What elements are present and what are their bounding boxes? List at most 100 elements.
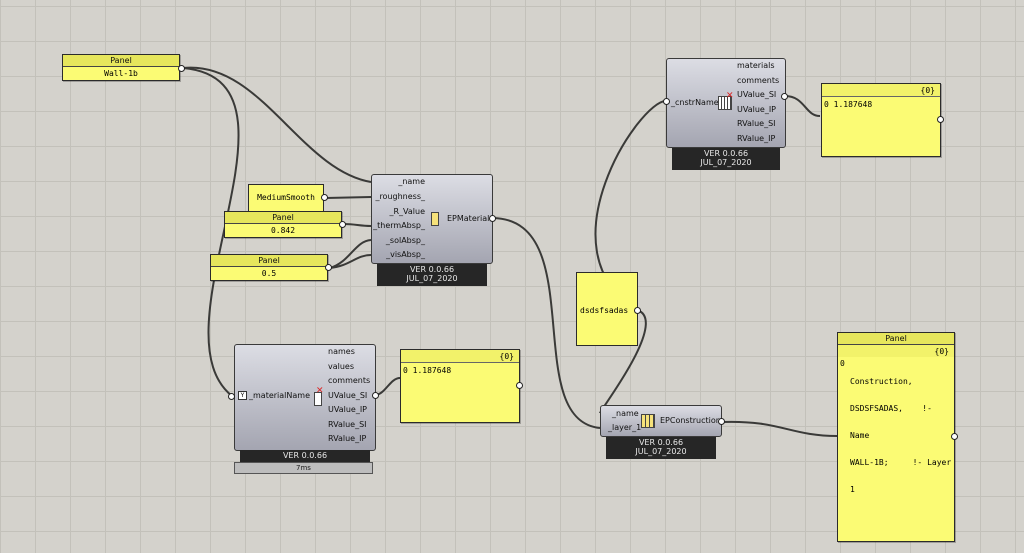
wire-epconstruction-to-panel (721, 420, 838, 437)
wire-uvalue-mid (374, 377, 401, 396)
output-uvalue-si[interactable]: UValue_SI (737, 90, 777, 99)
input-material-name[interactable]: _materialName (249, 391, 310, 400)
panel-lines: Construction, DSDSFSADAS, !- Name WALL-1… (850, 359, 951, 512)
panel-index: 0 (840, 359, 845, 368)
input-cnstr-name[interactable]: _cnstrName (671, 98, 719, 107)
output-epconstruction[interactable]: EPConstruction (660, 416, 721, 425)
construction-idf-panel[interactable]: Panel {0} 0 Construction, DSDSFSADAS, !-… (837, 332, 955, 542)
panel-line: DSDSFSADAS, !- (850, 404, 932, 413)
component-footer: VER 0.0.66 (240, 450, 370, 463)
panel-title: Panel (838, 333, 954, 345)
output-uvalue-ip[interactable]: UValue_IP (737, 105, 777, 114)
input-therm-absp[interactable]: _thermAbsp_ (373, 221, 425, 230)
uvalue-construction-panel[interactable]: {0} 0 1.187648 (821, 83, 941, 157)
uvalue-material-panel[interactable]: {0} 0 1.187648 (400, 349, 520, 423)
output-rvalue-si[interactable]: RValue_SI (328, 420, 367, 429)
input-layer-1[interactable]: _layer_1 (608, 423, 642, 432)
panel-row: 0 1.187648 (822, 97, 940, 112)
wire-therm-to-thermabsp (343, 223, 372, 227)
cnstr-name-input-port[interactable] (663, 98, 670, 105)
component-footer: VER 0.0.66 JUL_07_2020 (606, 437, 716, 459)
epmaterial-icon (431, 212, 439, 226)
epmaterial-output-port[interactable] (489, 215, 496, 222)
panel-value: Wall-1b (104, 69, 138, 78)
panel-path: {0} (401, 350, 519, 363)
panel-output-port[interactable] (937, 116, 944, 123)
decompose-construction-icon (718, 96, 732, 110)
uvalue-si-output-port[interactable] (781, 93, 788, 100)
version-label: VER 0.0.66 (282, 451, 328, 460)
error-x-icon: ✕ (316, 386, 324, 396)
output-rvalue-ip[interactable]: RValue_IP (328, 434, 367, 443)
profiler-timer: 7ms (234, 462, 373, 474)
panel-value: 1.187648 (833, 100, 873, 109)
decompose-material-input-port[interactable] (228, 393, 235, 400)
input-name[interactable]: _name (612, 409, 639, 418)
output-comments[interactable]: comments (328, 376, 371, 385)
input-vis-absp[interactable]: _visAbsp_ (386, 250, 425, 259)
output-materials[interactable]: materials (737, 61, 775, 70)
panel-output-port[interactable] (325, 264, 332, 271)
roughness-panel[interactable]: MediumSmooth (248, 184, 324, 212)
decompose-material-icon (314, 392, 322, 406)
panel-output-port[interactable] (339, 221, 346, 228)
epconstruction-component[interactable]: _name _layer_1 EPConstruction VER 0.0.66… (600, 405, 724, 461)
output-epmaterial[interactable]: EPMaterial (447, 214, 490, 223)
version-label: VER 0.0.66 (409, 265, 455, 274)
panel-path: {0} (822, 84, 940, 97)
panel-output-port[interactable] (951, 433, 958, 440)
version-label: VER 0.0.66 (703, 149, 749, 158)
sol-absorptance-panel[interactable]: Panel 0.5 (210, 254, 328, 281)
panel-line: Construction, (850, 377, 913, 386)
panel-output-port[interactable] (178, 65, 185, 72)
panel-value: 1.187648 (412, 366, 452, 375)
error-x-icon: ✕ (726, 91, 734, 101)
panel-row: 0 1.187648 (401, 363, 519, 378)
version-label: VER 0.0.66 (638, 438, 684, 447)
output-comments[interactable]: comments (737, 76, 780, 85)
output-uvalue-ip[interactable]: UValue_IP (328, 405, 368, 414)
output-rvalue-si[interactable]: RValue_SI (737, 119, 776, 128)
panel-output-port[interactable] (634, 307, 641, 314)
therm-absorptance-panel[interactable]: Panel 0.842 (224, 211, 342, 238)
epmaterial-component[interactable]: _name _roughness_ _R_Value _thermAbsp_ _… (371, 174, 493, 286)
panel-path: {0} (838, 345, 954, 357)
output-uvalue-si[interactable]: UValue_SI (328, 391, 368, 400)
panel-title: Panel (211, 255, 327, 267)
date-label: JUL_07_2020 (406, 274, 458, 283)
epconstruction-output-port[interactable] (718, 418, 725, 425)
panel-line: Name (850, 431, 870, 440)
date-label: JUL_07_2020 (700, 158, 752, 167)
input-roughness[interactable]: _roughness_ (375, 192, 425, 201)
wire-wall-to-name (182, 66, 372, 183)
output-rvalue-ip[interactable]: RValue_IP (737, 134, 776, 143)
date-label: JUL_07_2020 (635, 447, 687, 456)
output-values[interactable]: values (328, 362, 355, 371)
epconstruction-icon (641, 414, 655, 428)
panel-output-port[interactable] (516, 382, 523, 389)
uvalue-si-output-port[interactable] (372, 392, 379, 399)
decompose-construction-component[interactable]: _cnstrName ✕ materials comments UValue_S… (666, 58, 788, 170)
wire-sol-to-solabsp (329, 239, 372, 269)
panel-value: 0.842 (270, 226, 296, 235)
panel-index: 0 (824, 100, 829, 109)
decompose-material-component[interactable]: Y _materialName ✕ names values comments … (232, 344, 377, 474)
input-sol-absp[interactable]: _solAbsp_ (385, 236, 425, 245)
panel-row: 0 Construction, DSDSFSADAS, !- Name WALL… (838, 357, 954, 514)
wire-sol-to-visabsp (329, 254, 372, 269)
panel-line: WALL-1B; !- Layer (850, 458, 952, 467)
component-footer: VER 0.0.66 JUL_07_2020 (377, 264, 487, 286)
panel-value: 0.5 (261, 269, 277, 278)
output-names[interactable]: names (328, 347, 355, 356)
input-type-icon: Y (238, 391, 247, 400)
construction-name-panel[interactable]: dsdsfsadas (576, 272, 638, 346)
input-name[interactable]: _name (398, 177, 425, 186)
wire-roughness (325, 196, 372, 199)
panel-title: Panel (225, 212, 341, 224)
input-r-value[interactable]: _R_Value (389, 207, 425, 216)
panel-line: 1 (850, 485, 855, 494)
panel-index: 0 (403, 366, 408, 375)
panel-title: Panel (63, 55, 179, 67)
wall-name-panel[interactable]: Panel Wall-1b (62, 54, 180, 81)
panel-output-port[interactable] (321, 194, 328, 201)
